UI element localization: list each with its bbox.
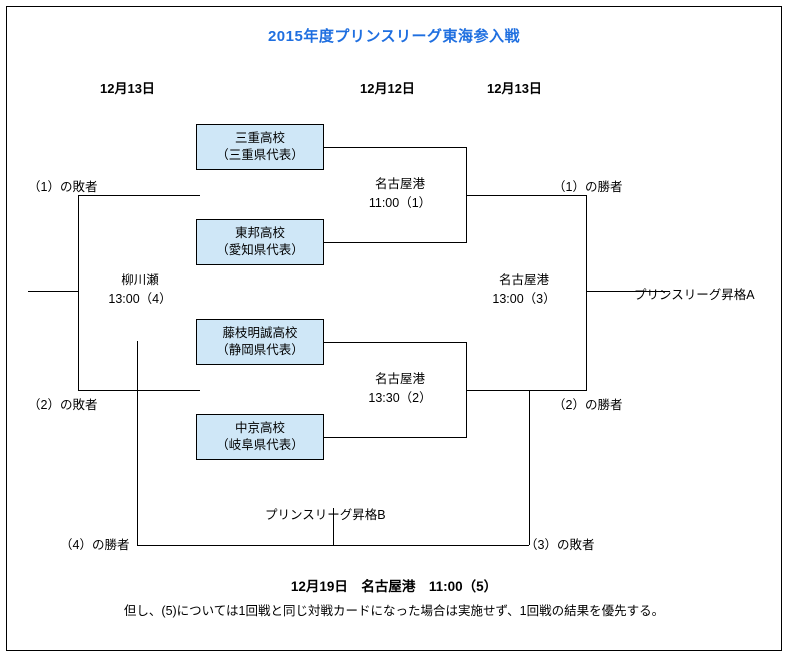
label-winner-of-2: （2）の勝者 — [553, 398, 623, 412]
match-time: 11:00（1） — [368, 195, 432, 210]
match-venue: 名古屋港 — [498, 273, 549, 287]
match-time: 13:30（2） — [368, 390, 432, 405]
label-loser-of-1: （1）の敗者 — [28, 180, 98, 194]
label-loser-of-2: （2）の敗者 — [28, 398, 98, 412]
date-header-right: 12月13日 — [487, 81, 542, 96]
label-winner-of-1: （1）の勝者 — [553, 180, 623, 194]
bracket-join-match4 — [78, 195, 79, 391]
team-box-fujieda-meisei: 藤枝明誠高校 （静岡県代表） — [196, 319, 324, 365]
team-box-mie: 三重高校 （三重県代表） — [196, 124, 324, 170]
team-name: 東邦高校 — [234, 226, 285, 241]
date-header-middle: 12月12日 — [360, 81, 415, 96]
bracket-line-loser3-down — [529, 391, 530, 545]
match-label-2: 名古屋港 13:30（2） — [340, 370, 460, 408]
bracket-line-bottom — [137, 545, 529, 546]
team-name: 藤枝明誠高校 — [222, 326, 298, 341]
label-promotion-b: プリンスリーグ昇格B — [265, 508, 386, 522]
bracket-line-mie-out — [324, 147, 466, 148]
match-venue: 名古屋港 — [374, 372, 425, 386]
bracket-line-winner4-down — [137, 341, 138, 545]
bracket-line-fujieda-out — [324, 342, 466, 343]
bracket-line-loser1-in — [78, 195, 200, 196]
match-label-3: 名古屋港 13:00（3） — [464, 271, 584, 309]
bracket-line-toho-out — [324, 242, 466, 243]
team-box-chukyo: 中京高校 （岐阜県代表） — [196, 414, 324, 460]
bracket-line-match1-out — [466, 195, 586, 196]
bracket-line-chukyo-out — [324, 437, 466, 438]
label-loser-of-3: （3）の敗者 — [525, 538, 595, 552]
team-region: （愛知県代表） — [216, 243, 304, 257]
label-winner-of-4: （4）の勝者 — [60, 538, 130, 552]
bracket-line-match4-out — [28, 291, 78, 292]
match-venue: 柳川瀬 — [121, 273, 159, 287]
team-box-toho: 東邦高校 （愛知県代表） — [196, 219, 324, 265]
team-name: 三重高校 — [234, 131, 285, 146]
footer-final-match: 12月19日 名古屋港 11:00（5） — [290, 579, 498, 594]
date-header-left: 12月13日 — [100, 81, 155, 96]
bracket-join-match3 — [586, 195, 587, 391]
bracket-line-loser2-in — [78, 390, 200, 391]
label-promotion-a: プリンスリーグ昇格A — [634, 288, 755, 302]
bracket-line-match2-out — [466, 390, 586, 391]
team-region: （静岡県代表） — [216, 343, 304, 357]
match-venue: 名古屋港 — [374, 177, 425, 191]
bracket-line-match3-out — [586, 291, 670, 292]
bracket-line-promotion-b-stem — [333, 508, 334, 545]
footer-note: 但し、(5)については1回戦と同じ対戦カードになった場合は実施せず、1回戦の結果… — [123, 604, 665, 618]
team-region: （岐阜県代表） — [216, 438, 304, 452]
match-label-4: 柳川瀬 13:00（4） — [80, 271, 200, 309]
page-border — [6, 6, 782, 651]
team-region: （三重県代表） — [216, 148, 304, 162]
match-time: 13:00（4） — [108, 291, 172, 306]
team-name: 中京高校 — [234, 421, 285, 436]
page-title: 2015年度プリンスリーグ東海参入戦 — [267, 28, 521, 45]
match-time: 13:00（3） — [492, 291, 556, 306]
match-label-1: 名古屋港 11:00（1） — [340, 175, 460, 213]
